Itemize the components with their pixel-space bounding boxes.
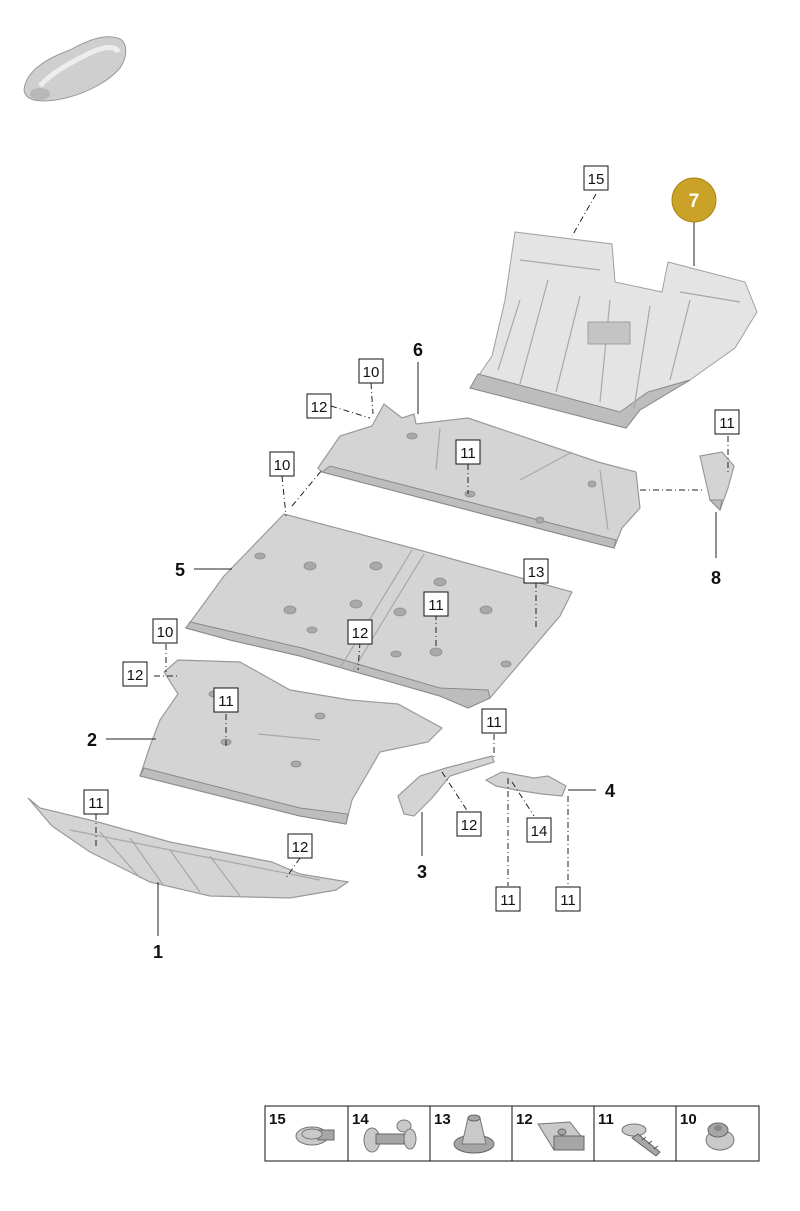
part-4-bracket-strip[interactable]: [484, 771, 567, 797]
svg-text:12: 12: [127, 667, 144, 684]
part-6-center-underbody-panel[interactable]: [317, 403, 641, 549]
svg-text:10: 10: [680, 1111, 697, 1128]
svg-text:10: 10: [274, 457, 291, 474]
car-silhouette-icon[interactable]: [23, 36, 127, 102]
part-label-6[interactable]: 6: [413, 340, 423, 360]
part-2-front-floor-panel[interactable]: [139, 659, 443, 825]
svg-text:11: 11: [719, 415, 735, 432]
callout-10-a: 10: [358, 358, 384, 384]
callout-15-top: 15: [583, 165, 609, 191]
part-8-side-bracket[interactable]: [699, 451, 735, 512]
svg-text:11: 11: [560, 892, 576, 909]
callout-11-g: 11: [555, 886, 581, 912]
legend-item-10[interactable]: 10: [680, 1111, 735, 1151]
part-7-highlight-badge[interactable]: 7: [671, 177, 717, 223]
part-5-main-floor-panel[interactable]: [185, 513, 573, 709]
svg-text:12: 12: [352, 625, 369, 642]
fastener-legend: 15 14 13 12: [264, 1105, 760, 1162]
legend-item-12[interactable]: 12: [516, 1111, 585, 1151]
legend-item-11[interactable]: 11: [598, 1111, 661, 1157]
part-label-2[interactable]: 2: [87, 730, 97, 750]
legend-item-15[interactable]: 15: [269, 1111, 335, 1146]
legend-item-13[interactable]: 13: [434, 1111, 495, 1154]
part-label-4[interactable]: 4: [605, 781, 615, 801]
svg-text:13: 13: [528, 564, 545, 581]
svg-text:14: 14: [531, 823, 548, 840]
callout-11-h: 11: [83, 789, 109, 815]
legend-item-14[interactable]: 14: [352, 1111, 417, 1153]
callout-11-c: 11: [423, 591, 449, 617]
svg-text:12: 12: [311, 399, 328, 416]
part-7-rear-underbody-shield[interactable]: [469, 231, 758, 429]
svg-text:11: 11: [598, 1111, 614, 1128]
svg-text:11: 11: [428, 597, 444, 614]
clip-rivet-icon: [363, 1119, 417, 1153]
callout-14: 14: [526, 817, 552, 843]
callout-11-d: 11: [213, 687, 239, 713]
callout-12-c: 12: [122, 661, 148, 687]
callout-11-a: 11: [455, 439, 481, 465]
nut-icon: [705, 1122, 735, 1151]
part-label-3[interactable]: 3: [417, 862, 427, 882]
callout-12-d: 12: [456, 811, 482, 837]
svg-text:11: 11: [218, 693, 234, 710]
part-label-5[interactable]: 5: [175, 560, 185, 580]
part-label-1[interactable]: 1: [153, 942, 163, 962]
svg-text:12: 12: [292, 839, 309, 856]
svg-text:10: 10: [157, 624, 174, 641]
callout-12-e: 12: [287, 833, 313, 859]
svg-text:11: 11: [486, 714, 502, 731]
callout-12-a: 12: [306, 393, 332, 419]
bolt-icon: [295, 1126, 335, 1146]
screw-icon: [621, 1123, 661, 1157]
clip-nut-icon: [537, 1121, 585, 1151]
part-3-side-strip[interactable]: [397, 755, 495, 817]
svg-text:15: 15: [269, 1111, 286, 1128]
callout-11-b: 11: [714, 409, 740, 435]
callout-11-f: 11: [495, 886, 521, 912]
callout-13: 13: [523, 558, 549, 584]
part-1-front-lower-shield[interactable]: [27, 797, 350, 899]
spring-nut-icon: [453, 1114, 495, 1154]
part-label-8[interactable]: 8: [711, 568, 721, 588]
svg-text:7: 7: [689, 191, 700, 212]
callout-10-b: 10: [269, 451, 295, 477]
svg-text:11: 11: [500, 892, 516, 909]
svg-text:11: 11: [88, 795, 104, 812]
callout-12-b: 12: [347, 619, 373, 645]
svg-text:13: 13: [434, 1111, 451, 1128]
svg-text:12: 12: [461, 817, 478, 834]
svg-text:12: 12: [516, 1111, 533, 1128]
svg-text:14: 14: [352, 1111, 369, 1128]
callout-10-c: 10: [152, 618, 178, 644]
svg-text:15: 15: [588, 171, 605, 188]
callout-11-e: 11: [481, 708, 507, 734]
svg-text:10: 10: [363, 364, 380, 381]
svg-text:11: 11: [460, 445, 476, 462]
